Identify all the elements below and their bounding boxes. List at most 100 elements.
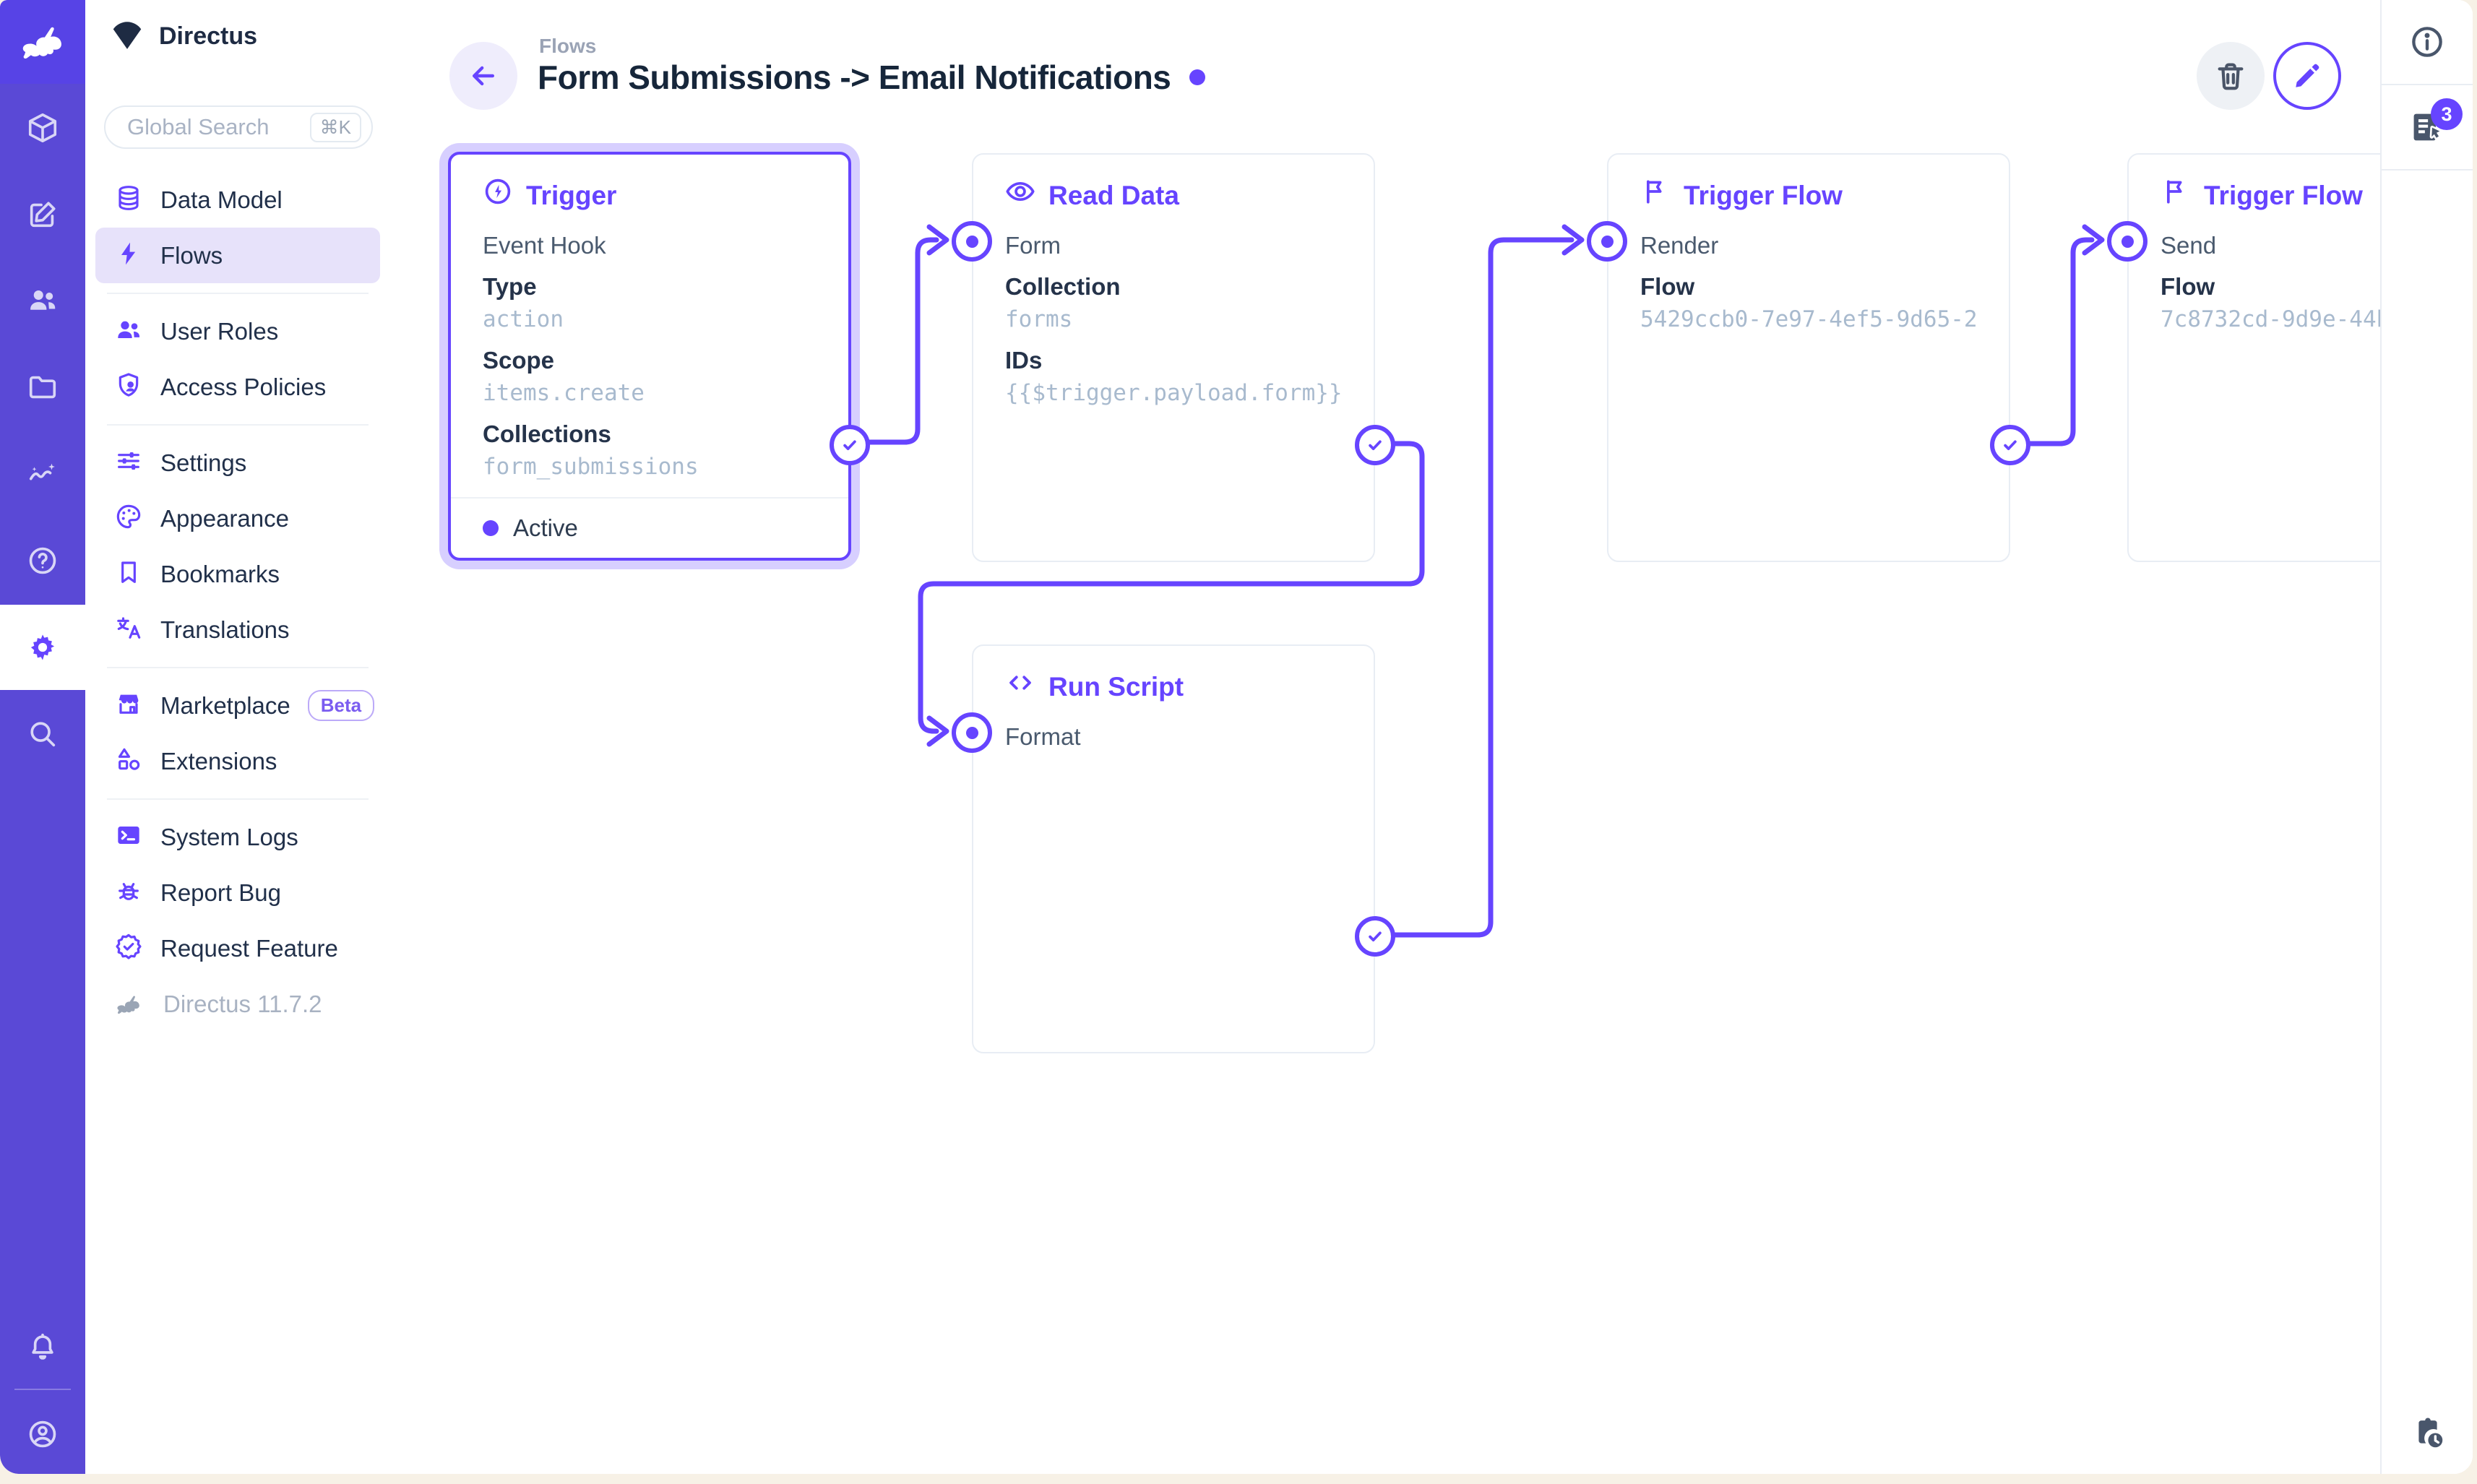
field-label: Scope [483,347,555,374]
project-name: Directus [159,22,258,50]
bolt-circle-icon [483,176,513,215]
delete-flow-button[interactable] [2197,42,2265,110]
info-button[interactable] [2382,0,2473,85]
module-account-circle-icon[interactable] [0,1392,85,1474]
pencil-icon [2296,64,2319,87]
module-gear-icon[interactable] [0,605,85,690]
field-value: {{$trigger.payload.form}} [1005,380,1342,406]
module-folder-icon[interactable] [0,345,85,430]
output-port-resolve[interactable] [830,425,870,465]
search-shortcut: ⌘K [309,112,361,142]
clipboard-clock-icon [2418,1418,2443,1448]
code-icon [1005,668,1035,707]
module-bell-icon[interactable] [0,1305,85,1390]
sidebar-item-data-model[interactable]: Data Model [95,172,380,228]
module-box-icon[interactable] [0,85,85,171]
node-name: Form [1005,232,1061,259]
translate-icon [114,613,143,646]
directus-rabbit-icon [22,27,61,59]
sidebar-item-settings[interactable]: Settings [95,435,380,491]
sidebar-item-flows[interactable]: Flows [95,228,380,283]
field-value: action [483,306,564,332]
breadcrumb[interactable]: Flows [539,35,597,57]
sidebar-item-user-roles[interactable]: User Roles [95,303,380,359]
bookmark-icon [114,558,143,590]
bolt-icon [114,239,143,272]
sidebar-item-translations[interactable]: Translations [95,602,380,657]
notices-button[interactable]: 3 [2382,85,2473,171]
field-value: items.create [483,380,645,406]
project-logo-icon [113,22,142,49]
node-name: Send [2161,232,2217,259]
global-search[interactable]: ⌘K [104,105,373,149]
sidebar-item-appearance[interactable]: Appearance [95,491,380,546]
field-label: Collections [483,420,611,447]
flow-node-run-script[interactable]: Run Script Format [952,644,1395,1053]
input-port[interactable] [952,712,992,753]
module-help-icon[interactable] [0,518,85,603]
users-icon [114,315,143,348]
node-title: Read Data [1048,181,1179,210]
module-edit-icon[interactable] [0,172,85,257]
node-title: Trigger Flow [2204,181,2363,210]
field-label: Collection [1005,273,1121,300]
field-value: 7c8732cd-9d9e-44be [2161,306,2403,332]
info-icon [2412,27,2442,57]
field-label: IDs [1005,347,1043,374]
nav-divider [85,283,390,303]
node-title: Run Script [1048,672,1184,702]
directus-rabbit-icon [114,990,146,1019]
node-name: Event Hook [483,232,606,259]
flag-icon [1640,176,1671,215]
sidebar-item-system-logs[interactable]: System Logs [95,809,380,865]
node-title: Trigger [526,181,617,210]
nav-divider [85,415,390,435]
nav-divider [85,657,390,678]
input-port[interactable] [952,221,992,262]
input-port[interactable] [2107,221,2148,262]
bug-icon [114,876,143,909]
storefront-icon [114,689,143,722]
notice-count-badge: 3 [2431,98,2463,130]
field-label: Flow [2161,273,2215,300]
sidebar-item-bookmarks[interactable]: Bookmarks [95,546,380,602]
right-rail: 3 [2380,0,2473,1474]
badge-check-icon [114,932,143,965]
module-insights-icon[interactable] [0,431,85,517]
title-row: Form Submissions -> Email Notifications [538,58,1206,97]
directus-logo[interactable] [0,0,85,84]
active-label: Active [513,514,578,541]
input-port[interactable] [1587,221,1627,262]
module-search-icon[interactable] [0,691,85,777]
output-port-resolve[interactable] [1355,425,1395,465]
flag-icon [2161,176,2191,215]
sidebar-item-report-bug[interactable]: Report Bug [95,865,380,920]
field-value: 5429ccb0-7e97-4ef5-9d65-2b… [1640,306,1977,332]
arrow-left-icon [472,66,495,86]
sidebar-item-request-feature[interactable]: Request Feature [95,920,380,976]
field-label: Type [483,273,537,300]
field-value: forms [1005,306,1073,332]
output-port-resolve[interactable] [1990,425,2030,465]
module-users-icon[interactable] [0,257,85,342]
sidebar-item-access-policies[interactable]: Access Policies [95,359,380,415]
search-input[interactable] [126,113,310,141]
node-name: Format [1005,723,1081,750]
project-switcher[interactable]: Directus [111,22,257,51]
sidebar-item-extensions[interactable]: Extensions [95,733,380,789]
active-dot [483,520,499,536]
output-port-resolve[interactable] [1355,916,1395,957]
back-button[interactable] [449,42,517,110]
shapes-icon [114,745,143,777]
revisions-button[interactable] [2382,1413,2473,1452]
node-status-footer: Active [451,497,848,558]
edit-flow-button[interactable] [2273,42,2341,110]
sidebar-nav: Data Model Flows User Roles Access Polic… [85,172,390,1032]
field-value: form_submissions [483,454,699,480]
page-title: Form Submissions -> Email Notifications [538,59,1171,96]
